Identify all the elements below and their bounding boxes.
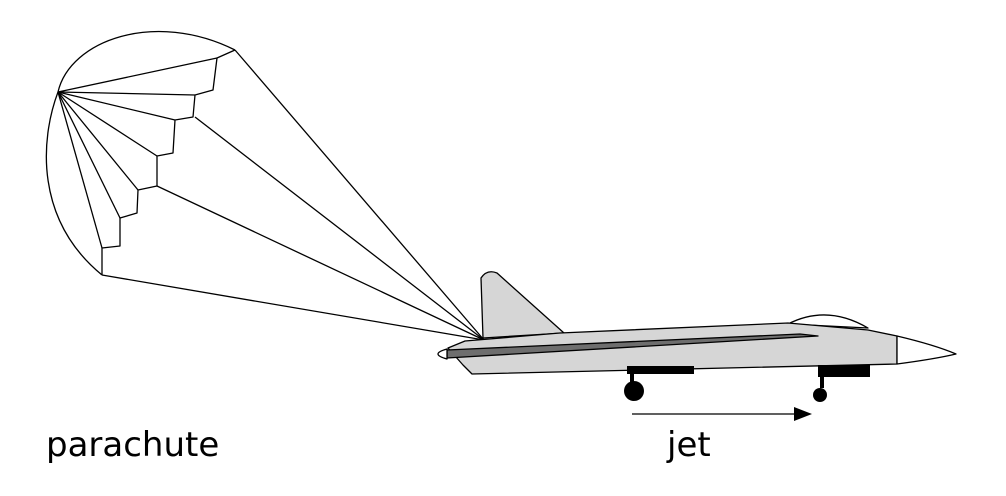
landing-gear	[624, 365, 870, 402]
jet	[437, 271, 957, 375]
jet-tail-fin	[480, 271, 565, 339]
jet-label: jet	[667, 425, 711, 465]
main-gear-door	[627, 366, 694, 374]
jet-exhaust	[437, 348, 448, 360]
main-wheel	[624, 381, 644, 401]
parachute-suspension-lines	[101, 49, 485, 341]
parachute	[45, 30, 485, 341]
parachute-ribs	[57, 57, 218, 249]
nose-gear-door	[818, 365, 870, 377]
motion-arrow	[632, 407, 812, 421]
nose-gear-strut	[820, 368, 824, 388]
jet-nose-cone	[896, 335, 957, 365]
parachute-label: parachute	[46, 425, 220, 465]
main-gear-strut	[630, 370, 634, 386]
motion-arrow-head	[794, 407, 812, 421]
parachute-gores	[101, 49, 236, 275]
nose-wheel	[813, 388, 827, 402]
